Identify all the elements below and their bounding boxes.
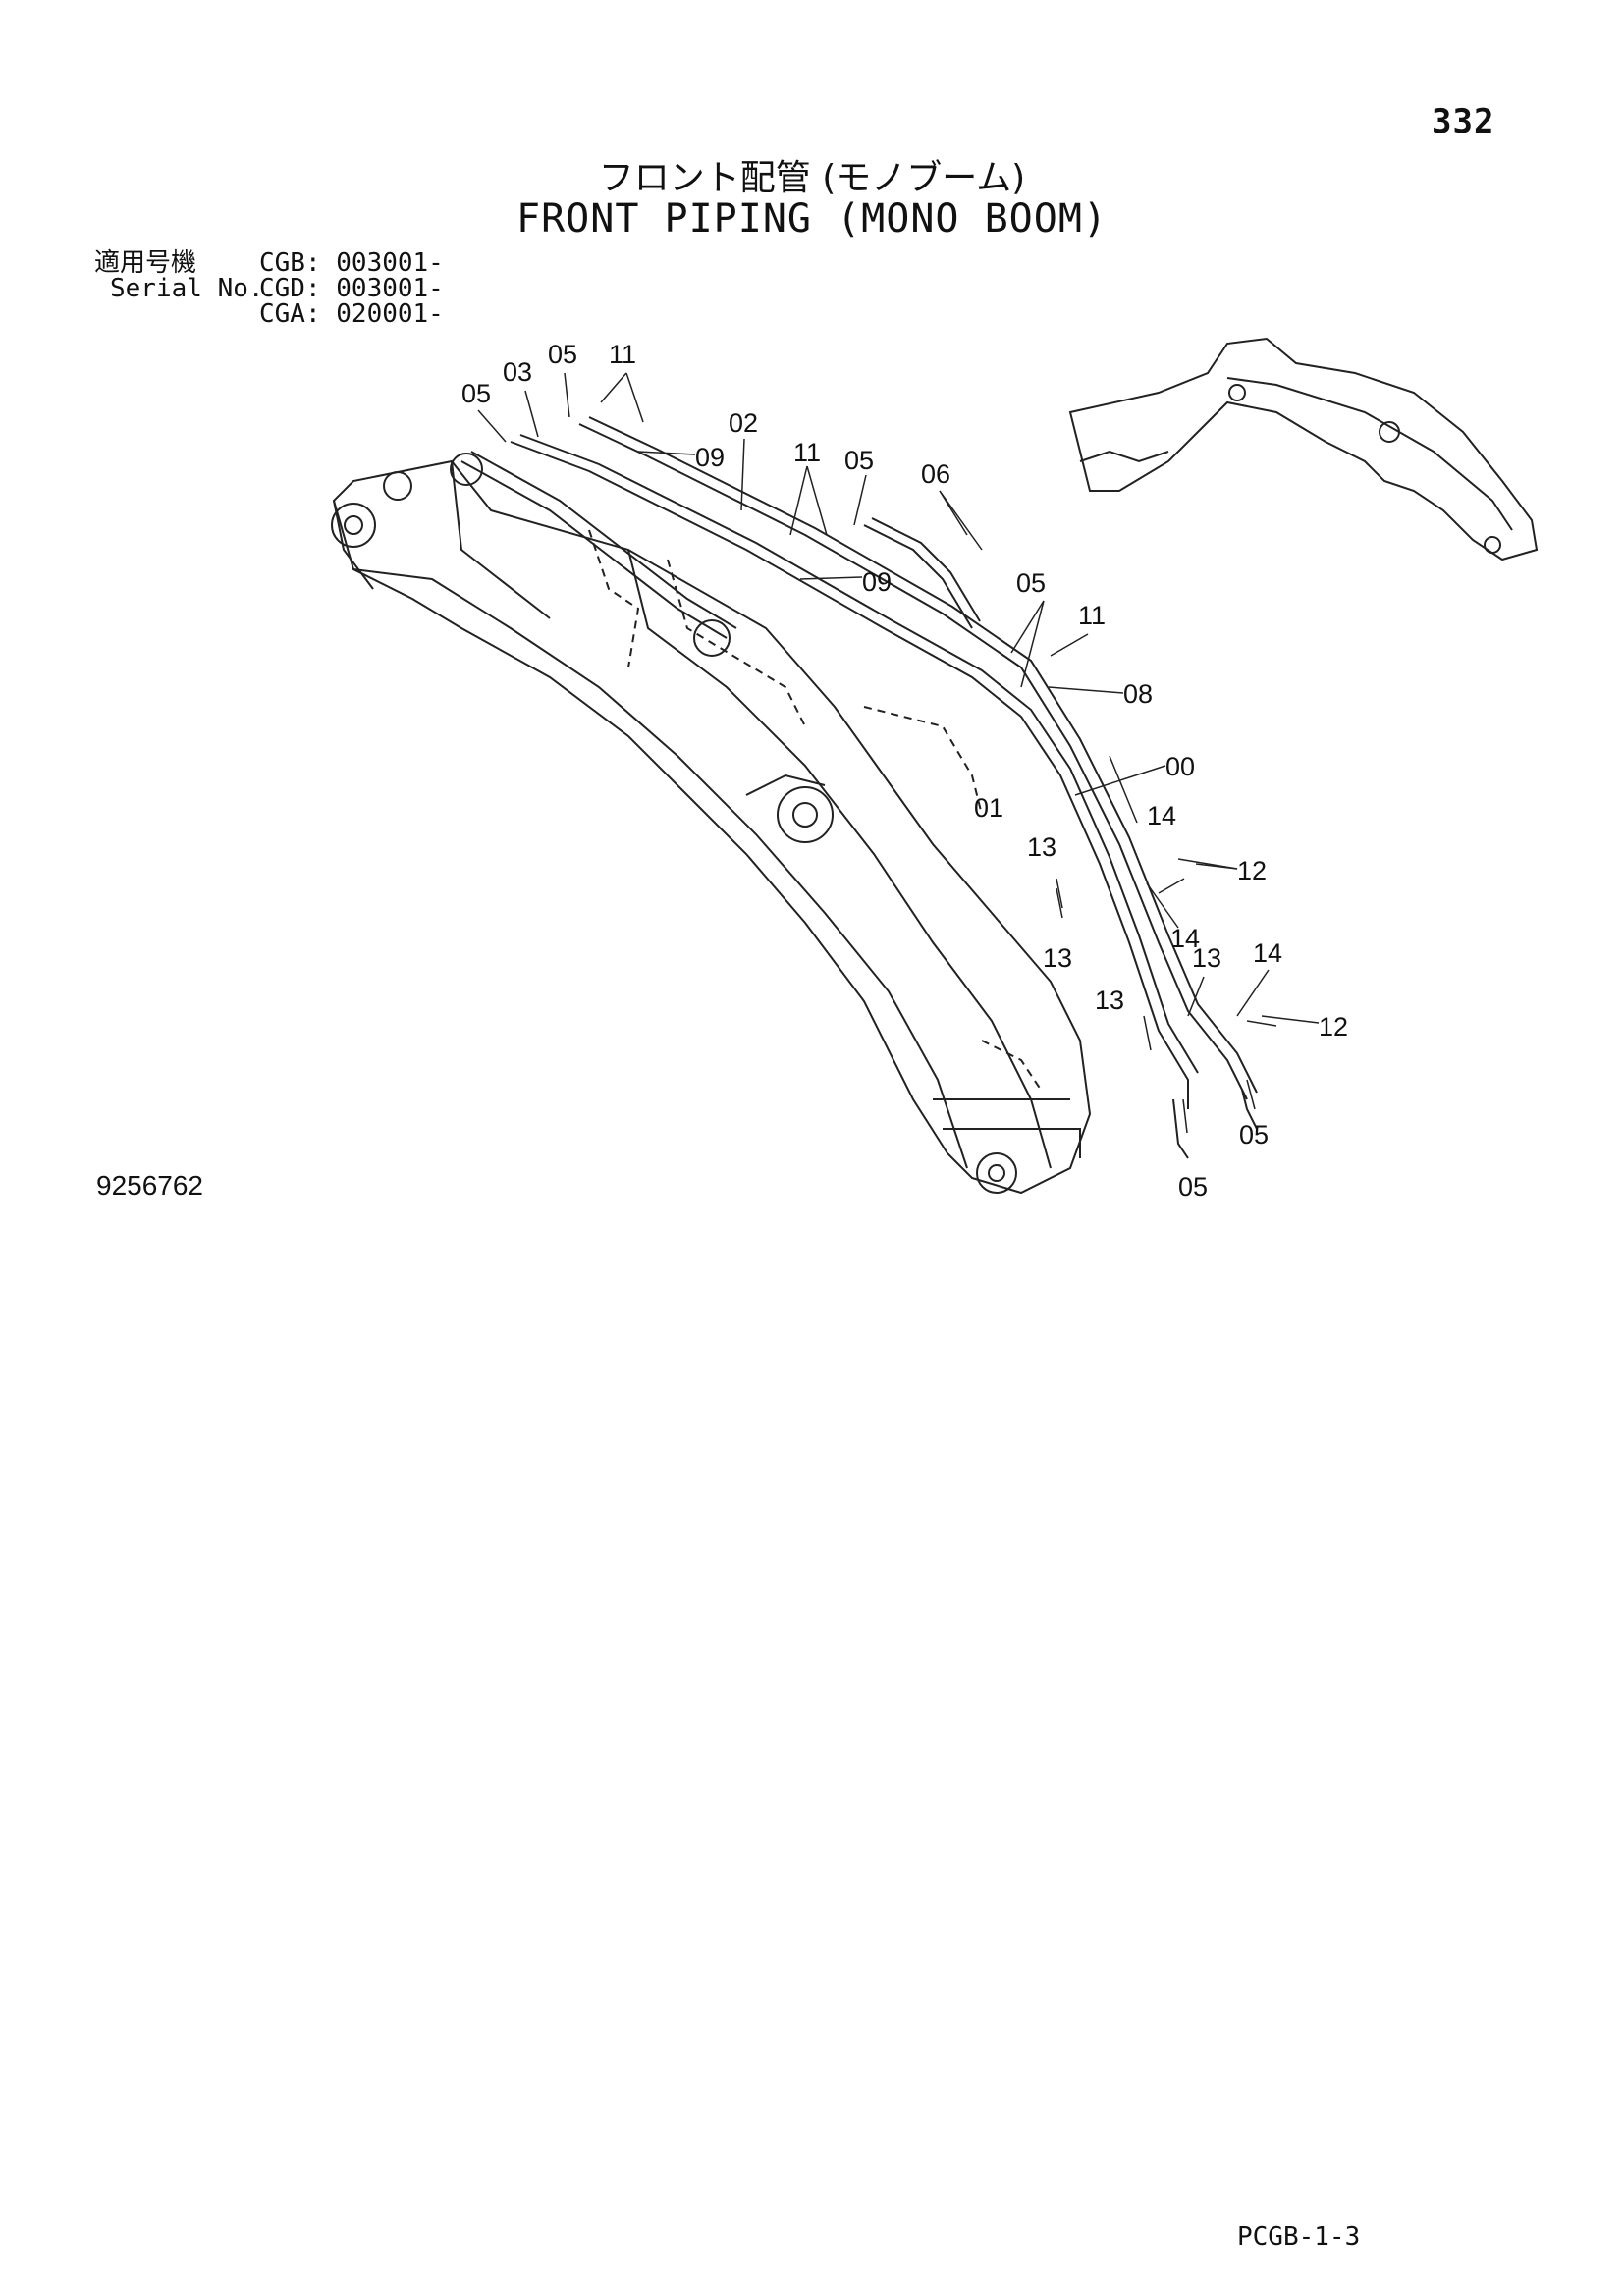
serial-row: CGD: 003001- [259,274,444,303]
callout-label: 11 [609,340,636,369]
callout-label: 09 [862,567,892,597]
callout-label: 00 [1165,752,1195,781]
serial-label-japanese: 適用号機 [94,248,197,278]
callout-label: 03 [503,357,532,387]
callout-label: 14 [1147,801,1176,830]
callout-label: 05 [461,379,491,408]
callout-label: 08 [1123,679,1153,709]
boom-piping-diagram: 05 03 05 11 09 02 11 05 06 09 05 11 08 0… [331,337,1539,1201]
title-japanese: フロント配管 (モノブーム) [598,158,1026,198]
drawing-number: 9256762 [96,1170,204,1201]
callout-label: 01 [974,793,1003,823]
callout-label: 13 [1027,832,1056,862]
callout-label: 14 [1170,924,1200,953]
callout-label: 13 [1192,943,1221,973]
boom-structure [331,451,1092,1195]
leader-lines [477,372,1320,1134]
callout-label: 02 [729,408,758,438]
callout-label: 13 [1043,943,1072,973]
page-number: 332 [1432,102,1495,141]
callout-label: 09 [695,443,725,472]
callout-label: 05 [1016,568,1046,598]
callout-label: 05 [1178,1172,1208,1201]
pipe-lines [510,416,1258,1159]
callout-label: 12 [1237,856,1267,885]
serial-label-english: Serial No. [110,274,264,303]
serial-row: CGA: 020001- [259,299,444,329]
callout-label: 14 [1253,938,1282,968]
page-code: PCGB-1-3 [1237,2222,1361,2252]
callout-label: 12 [1319,1012,1348,1041]
callout-label: 05 [1239,1120,1269,1149]
callout-label: 11 [1078,601,1106,630]
callout-label: 06 [921,459,950,489]
inset-front-attachment [1068,337,1539,561]
callout-label: 05 [548,340,577,369]
callout-label: 13 [1095,986,1124,1015]
serial-row: CGB: 003001- [259,248,444,278]
callout-label: 05 [844,446,874,475]
title-english: FRONT PIPING (MONO BOOM) [516,196,1108,241]
callout-label: 11 [793,438,821,467]
